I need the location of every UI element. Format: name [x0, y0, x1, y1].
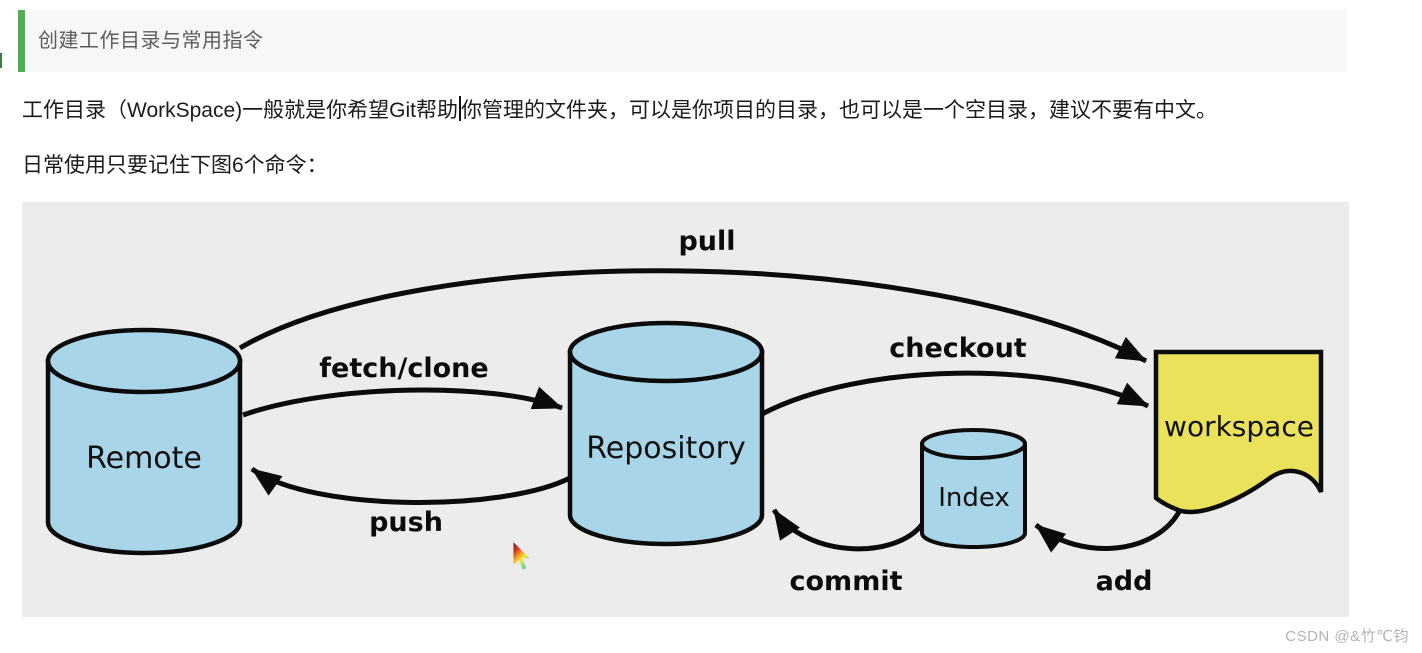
- left-edge-artifact: [0, 53, 2, 68]
- paragraph-workspace[interactable]: 工作目录（WorkSpace)一般就是你希望Git帮助你管理的文件夹，可以是你项…: [22, 96, 1217, 125]
- paragraph-workspace-text-before-caret: 工作目录（WorkSpace)一般就是你希望Git帮助: [22, 99, 458, 122]
- node-workspace-label: workspace: [1164, 410, 1314, 443]
- section-header: 创建工作目录与常用指令: [18, 10, 1347, 72]
- paragraph-commands[interactable]: 日常使用只要记住下图6个命令：: [22, 154, 328, 177]
- watermark: CSDN @&竹℃钧: [1285, 628, 1409, 645]
- mouse-cursor-icon: [512, 539, 532, 571]
- edge-commit-label: commit: [790, 566, 903, 597]
- edge-fetch-clone-label: fetch/clone: [319, 353, 488, 384]
- section-title: 创建工作目录与常用指令: [38, 30, 264, 52]
- edge-fetch-clone-arrow: [242, 386, 563, 418]
- paragraph-workspace-text-after-caret: 你管理的文件夹，可以是你项目的目录，也可以是一个空目录，建议不要有中文。: [461, 99, 1217, 122]
- edge-pull-arrow: [238, 268, 1148, 364]
- node-repository: Repository: [567, 320, 765, 547]
- node-repository-label: Repository: [586, 431, 746, 466]
- edge-checkout-label: checkout: [889, 333, 1027, 364]
- node-workspace: workspace: [1153, 349, 1324, 515]
- edge-push-label: push: [369, 507, 443, 538]
- node-remote: Remote: [45, 327, 243, 556]
- edge-checkout-arrow: [760, 370, 1150, 417]
- edge-add-label: add: [1096, 566, 1153, 597]
- text-caret: [458, 96, 461, 121]
- edge-add-arrow: [1034, 508, 1183, 553]
- node-remote-label: Remote: [86, 441, 202, 476]
- edge-pull-label: pull: [678, 226, 735, 257]
- header-accent-bar: [18, 10, 25, 72]
- node-index: Index: [920, 428, 1027, 549]
- git-workflow-diagram: Remote Repository Index workspace pull: [22, 202, 1349, 617]
- edge-commit-arrow: [771, 508, 928, 552]
- edge-push-arrow: [250, 466, 572, 505]
- node-index-label: Index: [938, 483, 1010, 513]
